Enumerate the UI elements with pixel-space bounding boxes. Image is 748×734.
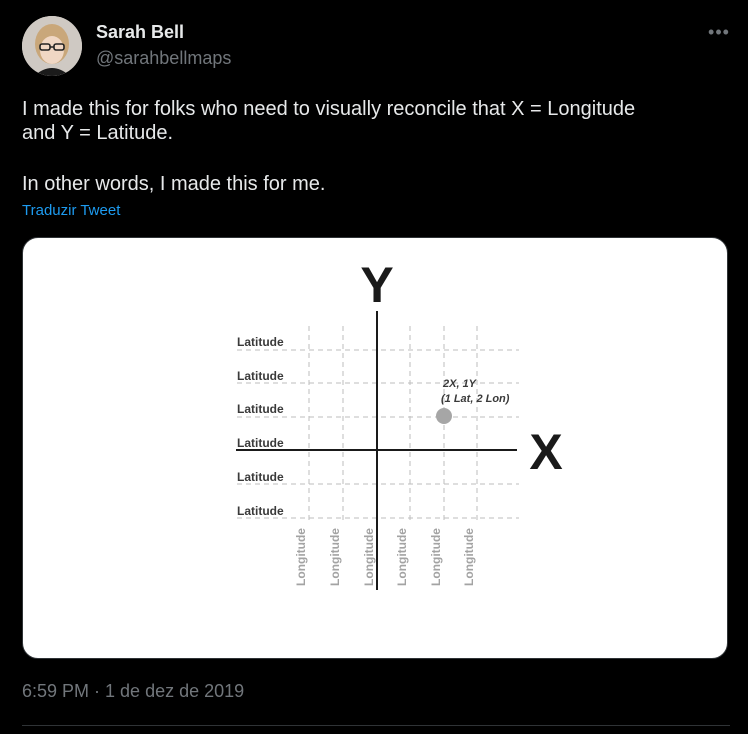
point-label-lat-lon: (1 Lat, 2 Lon) — [441, 393, 510, 405]
latitude-label: Latitude — [237, 402, 284, 416]
longitude-label: Longitude — [462, 528, 476, 586]
coordinate-diagram: Y X Latitude Latitude Latitude Latitude … — [236, 257, 563, 590]
ellipsis-icon: ••• — [708, 22, 730, 42]
avatar[interactable] — [22, 16, 82, 76]
tweet-text-line-1: I made this for folks who need to visual… — [22, 98, 636, 120]
x-axis-label: X — [529, 424, 562, 480]
latitude-label: Latitude — [237, 335, 284, 349]
longitude-label: Longitude — [294, 528, 308, 586]
grid-horizontal — [237, 349, 519, 519]
tweet-timestamp[interactable]: 6:59 PM · 1 de dez de 2019 — [22, 681, 245, 701]
longitude-label: Longitude — [328, 528, 342, 586]
example-point — [436, 408, 452, 424]
longitude-label: Longitude — [362, 528, 376, 586]
translate-tweet-link[interactable]: Traduzir Tweet — [22, 202, 121, 219]
latitude-label: Latitude — [237, 504, 284, 518]
grid-vertical — [308, 326, 478, 523]
tweet-media-image[interactable]: Y X Latitude Latitude Latitude Latitude … — [22, 237, 728, 659]
longitude-label: Longitude — [395, 528, 409, 586]
latitude-label: Latitude — [237, 470, 284, 484]
divider — [22, 725, 730, 726]
tweet-text-line-2: and Y = Latitude. — [22, 122, 174, 144]
longitude-label: Longitude — [429, 528, 443, 586]
more-options-button[interactable]: ••• — [706, 22, 732, 42]
tweet-text-line-3: In other words, I made this for me. — [22, 173, 326, 195]
point-label-coordinates: 2X, 1Y — [442, 378, 478, 390]
y-axis-label: Y — [360, 257, 393, 313]
latitude-label: Latitude — [237, 436, 284, 450]
author-handle[interactable]: @sarahbellmaps — [96, 48, 232, 68]
latitude-label: Latitude — [237, 369, 284, 383]
author-name[interactable]: Sarah Bell — [96, 22, 185, 42]
